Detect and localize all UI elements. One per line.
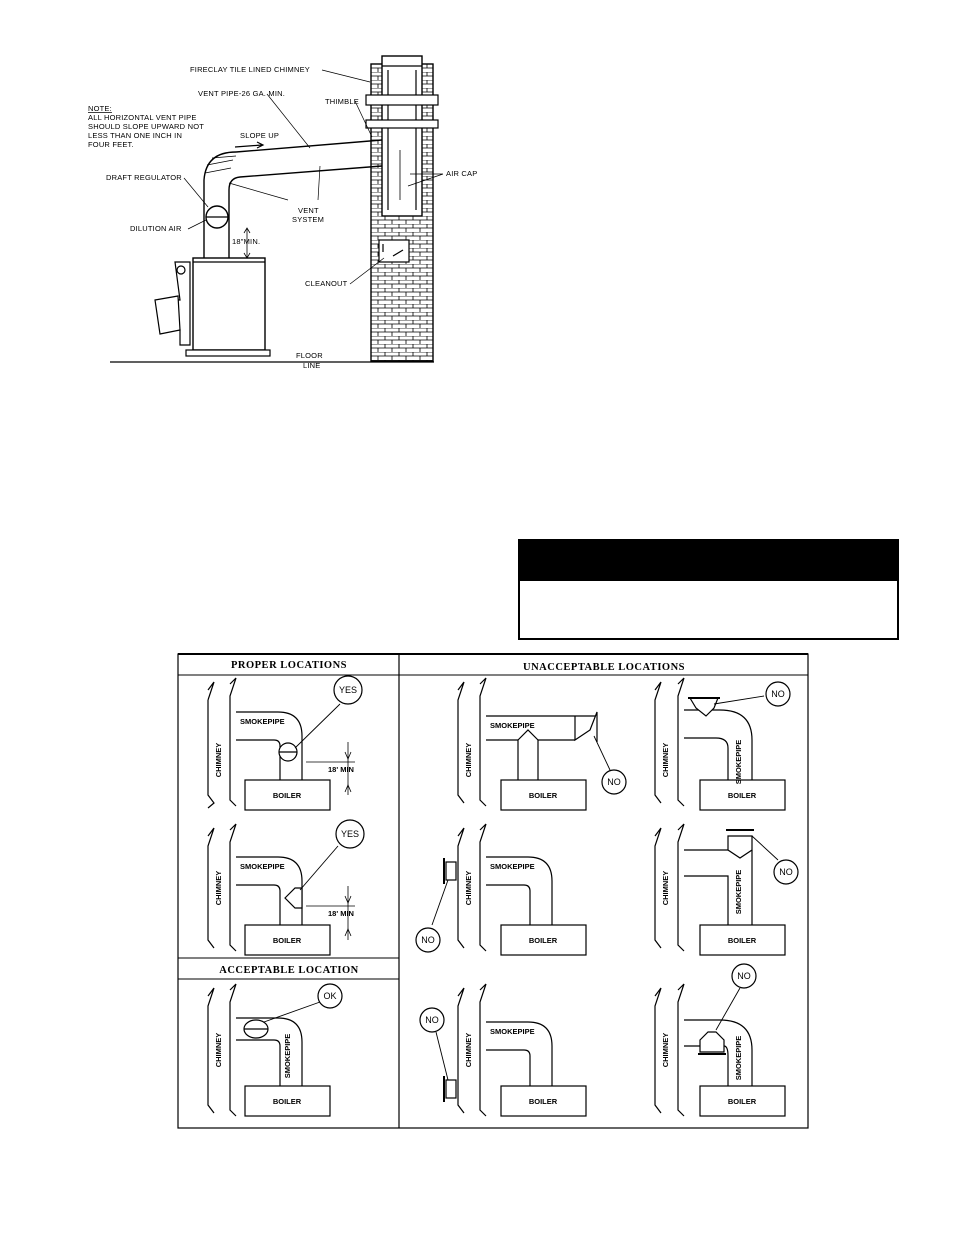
panel-unacceptable-5 <box>419 983 587 1117</box>
vent-pipe-label: VENT PIPE-26 GA. MIN. <box>198 89 285 98</box>
ok-bubble: OK <box>323 991 336 1001</box>
chimney-label-p2: CHIMNEY <box>214 871 223 906</box>
panel-proper-2 <box>207 819 365 956</box>
draft-regulator-label: DRAFT REGULATOR <box>106 173 182 182</box>
warning-header-bar <box>520 541 897 581</box>
min-label-p1: 18' MIN <box>328 765 354 774</box>
top-figure-labels: NOTE: ALL HORIZONTAL VENT PIPE SHOULD SL… <box>88 65 477 370</box>
system-label: SYSTEM <box>292 215 324 224</box>
panel-unacceptable-3 <box>415 823 587 956</box>
chimney-label-u1: CHIMNEY <box>464 743 473 778</box>
table-headers: PROPER LOCATIONS UNACCEPTABLE LOCATIONS … <box>219 660 685 976</box>
yes-bubble-1: YES <box>339 685 357 695</box>
boiler-label-u3: BOILER <box>529 936 558 945</box>
panel-unacceptable-6 <box>654 963 786 1117</box>
note-line-4: FOUR FEET. <box>88 140 134 149</box>
smokepipe-label-a: SMOKEPIPE <box>283 1034 292 1079</box>
boiler-label-p1: BOILER <box>273 791 302 800</box>
horizontal-vent-pipe <box>235 139 383 178</box>
thimble-label: THIMBLE <box>325 97 359 106</box>
smokepipe-label-u4: SMOKEPIPE <box>734 870 743 915</box>
yes-bubble-2: YES <box>341 829 359 839</box>
no-bubble-u4: NO <box>779 867 793 877</box>
panel-unacceptable-1 <box>457 677 627 811</box>
panel-acceptable <box>207 983 343 1117</box>
smokepipe-label-u3: SMOKEPIPE <box>490 862 535 871</box>
panel-unacceptable-2 <box>654 677 791 811</box>
chimney-label-u2: CHIMNEY <box>661 743 670 778</box>
acceptable-location-header: ACCEPTABLE LOCATION <box>219 965 359 976</box>
chimney-label-u4: CHIMNEY <box>661 871 670 906</box>
dilution-air-label: DILUTION AIR <box>130 224 182 233</box>
no-bubble-u6: NO <box>737 971 751 981</box>
vent-system-figure <box>110 55 444 363</box>
min-label-p2: 18' MIN <box>328 909 354 918</box>
floor-label: FLOOR <box>296 351 323 360</box>
location-table <box>177 653 809 1129</box>
smokepipe-label-u2: SMOKEPIPE <box>734 740 743 785</box>
boiler-top-figure <box>192 257 266 351</box>
no-bubble-u1: NO <box>607 777 621 787</box>
note-line-2: SHOULD SLOPE UPWARD NOT <box>88 122 204 131</box>
chimney-label-u5: CHIMNEY <box>464 1033 473 1068</box>
proper-locations-header: PROPER LOCATIONS <box>231 660 347 671</box>
eighteen-min-label: 18"MIN. <box>232 237 260 246</box>
boiler-label-u2: BOILER <box>728 791 757 800</box>
air-cap-label: AIR CAP <box>446 169 477 178</box>
note-line-3: LESS THAN ONE INCH IN <box>88 131 182 140</box>
boiler-label-a: BOILER <box>273 1097 302 1106</box>
smokepipe-label-u5: SMOKEPIPE <box>490 1027 535 1036</box>
no-bubble-u3: NO <box>421 935 435 945</box>
cleanout-label: CLEANOUT <box>305 279 348 288</box>
fireclay-label: FIRECLAY TILE LINED CHIMNEY <box>190 65 310 74</box>
smokepipe-label-p1: SMOKEPIPE <box>240 717 285 726</box>
chimney-label-p1: CHIMNEY <box>214 743 223 778</box>
boiler-label-u1: BOILER <box>529 791 558 800</box>
smokepipe-label-p2: SMOKEPIPE <box>240 862 285 871</box>
chimney-label-u6: CHIMNEY <box>661 1033 670 1068</box>
line-label: LINE <box>303 361 320 370</box>
cleanout-door <box>378 239 410 263</box>
boiler-label-p2: BOILER <box>273 936 302 945</box>
boiler-label-u5: BOILER <box>529 1097 558 1106</box>
vent-elbow <box>203 151 241 200</box>
vent-label: VENT <box>298 206 319 215</box>
boiler-label-u6: BOILER <box>728 1097 757 1106</box>
chimney-label-a: CHIMNEY <box>214 1033 223 1068</box>
unacceptable-locations-header: UNACCEPTABLE LOCATIONS <box>523 662 685 673</box>
panel-unacceptable-4 <box>654 823 799 956</box>
smokepipe-label-u1: SMOKEPIPE <box>490 721 535 730</box>
flue-liner <box>381 55 423 217</box>
warning-box <box>518 539 899 640</box>
note-title: NOTE: <box>88 104 112 113</box>
chimney-label-u3: CHIMNEY <box>464 871 473 906</box>
no-bubble-u2: NO <box>771 689 785 699</box>
slope-up-label: SLOPE UP <box>240 131 279 140</box>
smokepipe-label-u6: SMOKEPIPE <box>734 1036 743 1081</box>
boiler-label-u4: BOILER <box>728 936 757 945</box>
panel-proper-1 <box>207 675 363 811</box>
no-bubble-u5: NO <box>425 1015 439 1025</box>
note-line-1: ALL HORIZONTAL VENT PIPE <box>88 113 197 122</box>
